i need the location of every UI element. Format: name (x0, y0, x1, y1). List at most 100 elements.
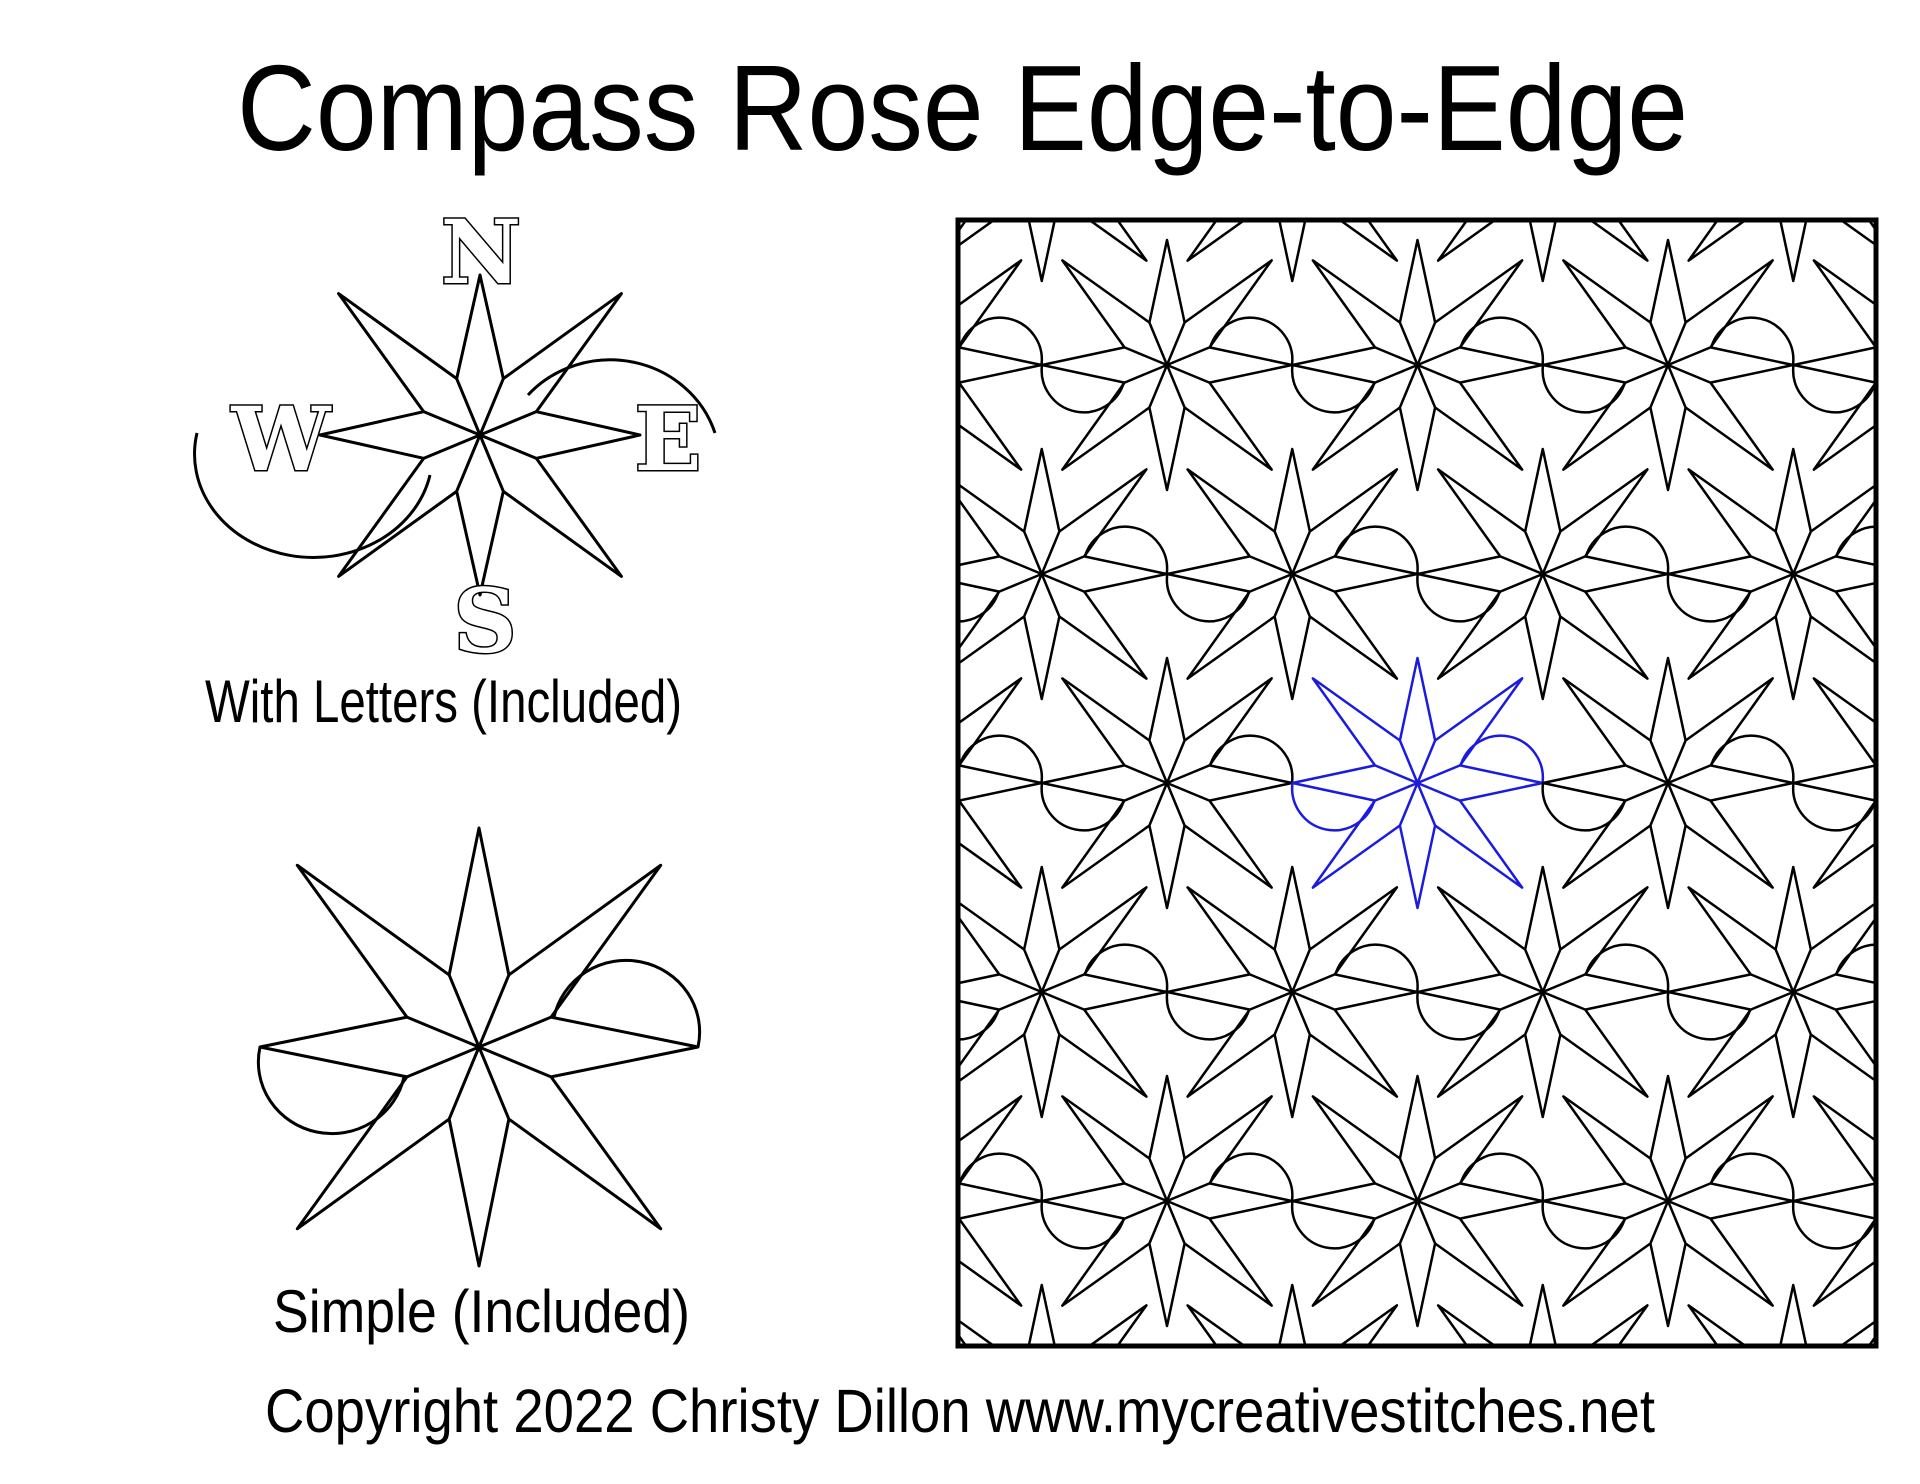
pattern-motif (1290, 238, 1545, 492)
pattern-motif (666, 867, 917, 1117)
pattern-motif (1186, 220, 1399, 283)
compass-star (1667, 447, 1876, 701)
swirl-arc (1040, 316, 1294, 414)
pattern-motif (1666, 865, 1876, 1119)
compass-star (1291, 656, 1544, 910)
pattern-motif (1687, 1283, 1876, 1346)
pattern-motif (1186, 1283, 1399, 1346)
pattern-motif (1541, 656, 1795, 910)
pattern-motif (1040, 238, 1294, 492)
pattern-motif (958, 1283, 1148, 1346)
pattern-motif (1165, 865, 1419, 1119)
compass-star (1040, 1074, 1294, 1328)
compass-star (1541, 656, 1795, 910)
swirl-arc (1541, 316, 1795, 414)
swirl-arc (1791, 782, 1876, 832)
compass-star (958, 259, 1043, 471)
simple-caption: Simple (Included) (273, 1278, 690, 1345)
pattern-motif (1541, 238, 1795, 492)
pattern-motif (1666, 447, 1876, 701)
compass-star (666, 867, 916, 1117)
with-letters-caption: With Letters (Included) (205, 668, 682, 735)
page-title: Compass Rose Edge-to-Edge (237, 40, 1688, 176)
compass-star (1416, 447, 1669, 701)
compass-star (1291, 238, 1544, 492)
highlighted-motif (1290, 656, 1545, 910)
compass-star (1667, 865, 1876, 1119)
compass-star (1541, 1074, 1795, 1328)
compass-star (1186, 1283, 1399, 1346)
compass-with-letters-diagram: N E S W (193, 199, 717, 675)
compass-star (1436, 220, 1649, 283)
compass-star (318, 273, 642, 597)
pattern-motif (1436, 220, 1649, 283)
pattern-motif (1668, 109, 1919, 283)
swirl-arc (1290, 316, 1545, 414)
pattern-motif (1040, 656, 1294, 910)
compass-letter-e: E (634, 387, 701, 491)
compass-star (1040, 238, 1294, 492)
compass-star (1792, 1095, 1876, 1307)
swirl-arc (1791, 1200, 1876, 1250)
swirl-arc (958, 734, 1044, 784)
swirl-arc (1040, 734, 1294, 832)
swirl-arc (1541, 1152, 1795, 1250)
pattern-motif (958, 447, 1169, 701)
compass-letter-w: W (231, 387, 332, 491)
pattern-motif (1416, 865, 1670, 1119)
swirl-arc (1666, 943, 1876, 1041)
compass-letter-s: S (453, 569, 517, 673)
swirl-arc (958, 1152, 1044, 1202)
pattern-motif (666, 449, 917, 699)
compass-star (1687, 220, 1876, 283)
pattern-motif (958, 220, 1148, 283)
pattern-frame (955, 217, 1879, 1349)
pattern-motif (1791, 677, 1876, 889)
compass-star (1687, 1283, 1876, 1346)
compass-star (1792, 259, 1876, 471)
swirl-arc (1668, 109, 1919, 204)
pattern-motif (1791, 259, 1876, 471)
swirl-arc (958, 525, 1169, 623)
swirl-arc (1666, 525, 1876, 623)
copyright-footer: Copyright 2022 Christy Dillon www.mycrea… (265, 1377, 1655, 1445)
pattern-motif (1791, 1095, 1876, 1307)
swirl-arc (1165, 525, 1419, 623)
compass-star (958, 220, 1148, 283)
swirl-arc (1040, 1152, 1294, 1250)
swirl-arc (1165, 943, 1419, 1041)
compass-star (258, 826, 700, 1268)
swirl-arc (958, 943, 1169, 1041)
swirl-arc (666, 527, 917, 622)
swirl-arc (1290, 734, 1545, 832)
compass-letter-n: N (441, 200, 521, 304)
swirl-arc (1416, 943, 1670, 1041)
compass-star (958, 1283, 1148, 1346)
swirl-arc (193, 358, 717, 559)
compass-star (958, 1095, 1043, 1307)
compass-star (1792, 677, 1876, 889)
pattern-motif (958, 865, 1169, 1119)
compass-star (666, 449, 916, 699)
compass-star (958, 677, 1043, 889)
edge-to-edge-pattern-panel (666, 109, 1919, 1346)
compass-star (1166, 447, 1419, 701)
swirl-arc (1290, 1152, 1545, 1250)
compass-star (1166, 865, 1419, 1119)
swirl-arc (958, 316, 1044, 366)
pattern-motif (1436, 1283, 1649, 1346)
compass-star (1416, 865, 1669, 1119)
pattern-motif (1416, 447, 1670, 701)
compass-star (1186, 220, 1399, 283)
compass-star (1291, 1074, 1544, 1328)
swirl-arc (666, 945, 917, 1040)
swirl-arc (256, 958, 702, 1136)
pattern-motif (958, 677, 1044, 889)
swirl-arc (1541, 734, 1795, 832)
pattern-motif (1040, 1074, 1294, 1328)
swirl-arc (1416, 525, 1670, 623)
swirl-arc (1791, 364, 1876, 414)
pattern-motif (1541, 1074, 1795, 1328)
compass-star (1040, 656, 1294, 910)
